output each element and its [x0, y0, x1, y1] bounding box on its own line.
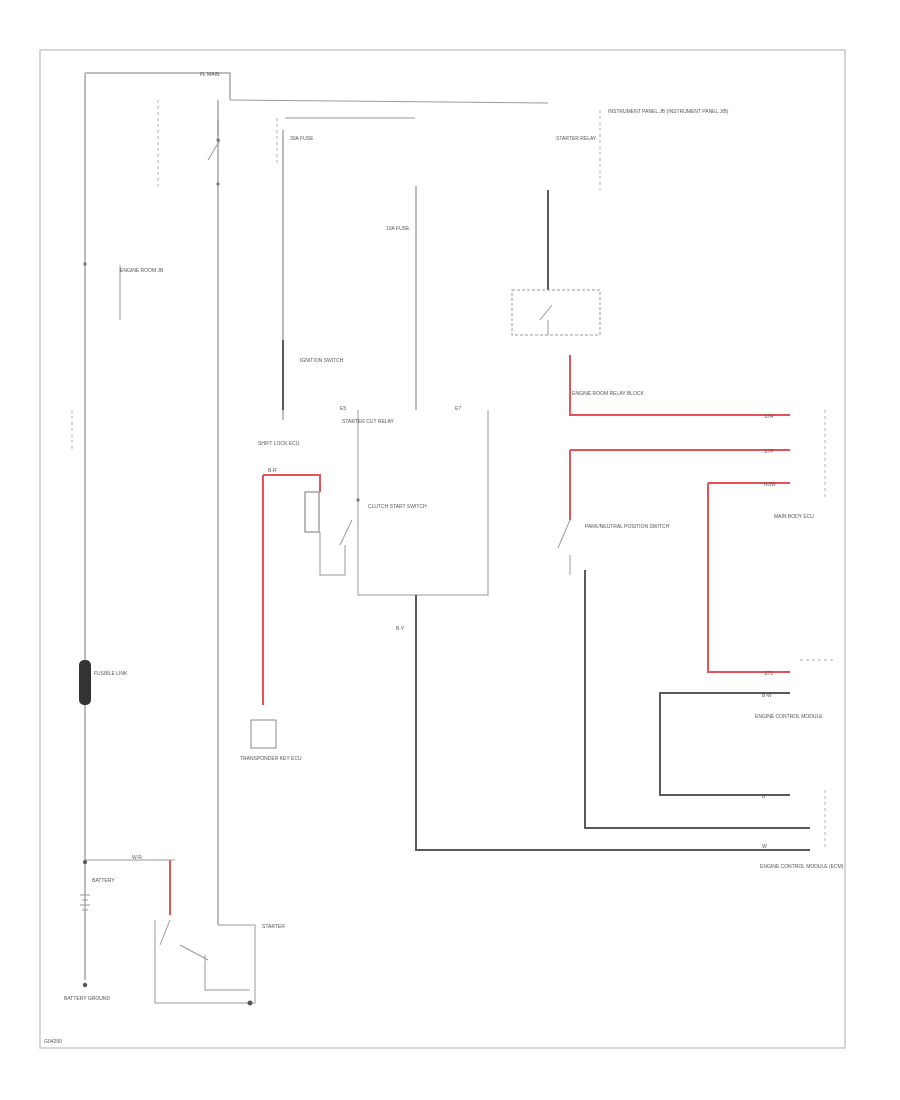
relay-node	[356, 498, 360, 502]
label-wire-w-r: W-R	[132, 855, 142, 861]
label-wire-w: W	[762, 844, 767, 850]
wire-relay-link	[357, 410, 489, 596]
relay-contact	[319, 519, 353, 576]
label-park-switch: PARK/NEUTRAL POSITION SWITCH	[585, 524, 670, 530]
transponder-ecu-box	[250, 719, 277, 749]
label-battery: BATTERY	[92, 878, 115, 884]
switch-node-mid	[216, 182, 220, 186]
switch-node-top	[216, 138, 220, 142]
starter-box	[154, 920, 256, 1004]
label-clutch-start: CLUTCH START SWITCH	[368, 504, 427, 510]
fusible-link	[79, 660, 91, 705]
label-engine-relay: ENGINE ROOM RELAY BLOCK	[572, 391, 644, 397]
engine-relay-box	[511, 289, 601, 336]
label-fusible-link: FUSIBLE LINK	[94, 671, 128, 677]
label-starter-cut-relay: STARTER CUT RELAY	[342, 419, 395, 425]
starter-ground-node	[247, 1000, 253, 1006]
wire-park-down	[584, 570, 810, 829]
label-wire-b: B	[762, 794, 766, 800]
battery-node-top	[83, 860, 87, 864]
label-wire-b-y: B-Y	[396, 626, 405, 632]
diagram-code: G04290	[44, 1039, 62, 1045]
label-30a-fuse: 30A FUSE	[290, 136, 314, 142]
label-ignition-switch: IGNITION SWITCH	[300, 358, 344, 364]
label-wire-b-r: B-R	[268, 468, 277, 474]
wire-red-3	[707, 482, 790, 673]
label-engine-control: ENGINE CONTROL MODULE	[755, 714, 823, 720]
label-engine-cover: ENGINE ROOM JB	[120, 268, 164, 274]
label-wire-b-w: B-W	[762, 693, 772, 699]
label-body-ecu: MAIN BODY ECU	[774, 514, 814, 520]
diagram-frame	[39, 49, 846, 1049]
relay-coil	[304, 491, 320, 533]
label-starter: STARTER	[262, 924, 285, 930]
wire-black-loop	[659, 692, 790, 796]
wire-top-bus	[85, 72, 231, 100]
fuse-node-left	[83, 262, 87, 266]
label-conn-c: E5	[340, 406, 346, 412]
label-conn-d: E7	[455, 406, 461, 412]
label-battery-ground: BATTERY GROUND	[64, 996, 111, 1002]
wire-red-main	[569, 355, 790, 416]
label-pin-st1: ST1	[764, 671, 773, 677]
engine-relay-switch	[539, 304, 553, 335]
switch-contact-top	[207, 120, 221, 161]
label-top-right-note: INSTRUMENT PANEL JB (INSTRUMENT PANEL J/…	[608, 109, 729, 115]
label-fuse-10a: 10A FUSE	[386, 226, 410, 232]
label-pin-sta: STA	[764, 414, 774, 420]
label-ecu-bottom: ENGINE CONTROL MODULE (ECM)	[760, 864, 844, 870]
label-starter-relay: STARTER RELAY	[556, 136, 597, 142]
label-fuse-pump-top: FL MAIN	[200, 72, 220, 78]
starter-switch	[159, 919, 250, 991]
battery-symbol	[80, 894, 90, 911]
label-ecu-left: SHIFT LOCK ECU	[258, 441, 300, 447]
label-pin-ns: NSW	[764, 482, 776, 488]
park-switch	[557, 519, 571, 575]
battery-node-bottom	[82, 982, 88, 988]
label-transponder: TRANSPONDER KEY ECU	[240, 756, 302, 762]
wire-top-right-bus	[229, 99, 549, 104]
wire-relay-down	[415, 595, 810, 851]
label-pin-stp: STP	[764, 449, 774, 455]
wire-red-2	[569, 449, 790, 520]
relay-wire-red-top	[263, 474, 321, 492]
